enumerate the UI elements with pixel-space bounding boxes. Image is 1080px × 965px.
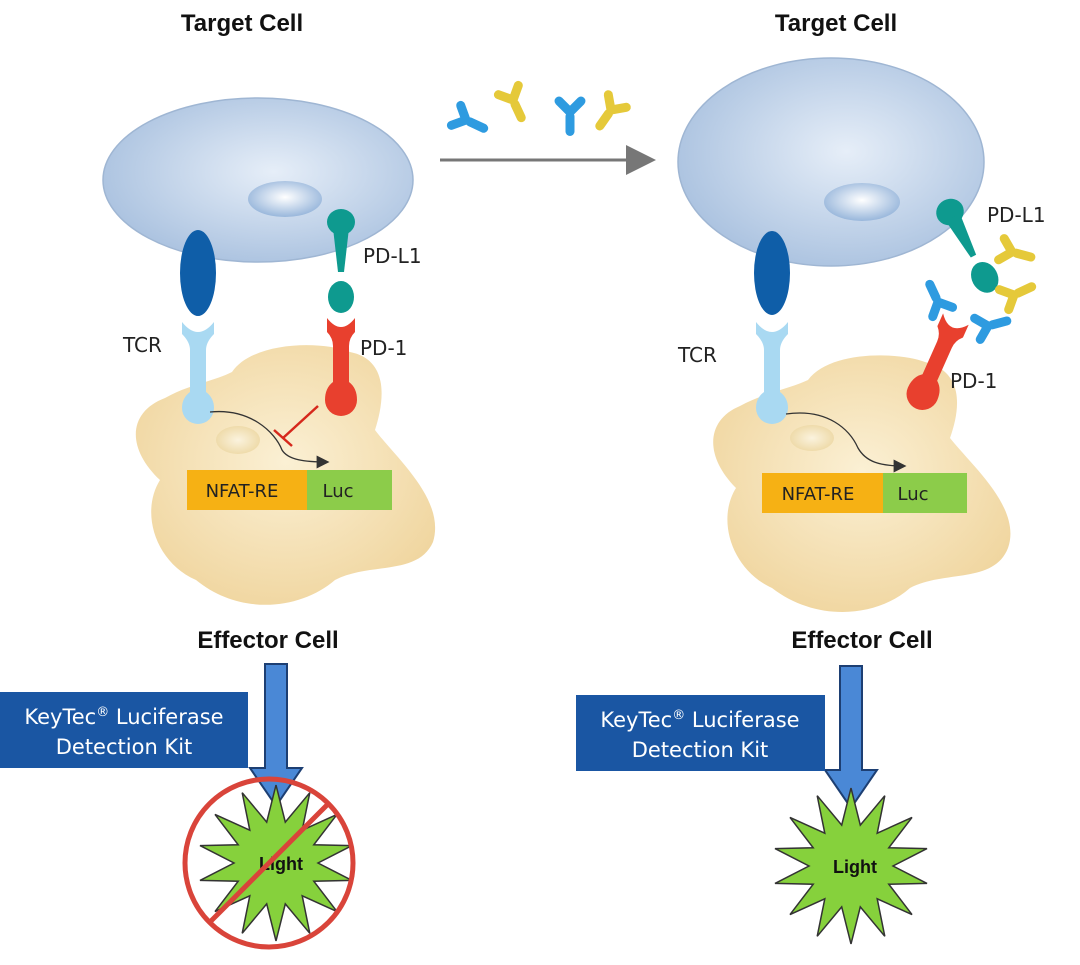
right-kit-line1: KeyTec® Luciferase: [600, 708, 799, 732]
right-effector-nucleus: [790, 425, 834, 451]
right-pd1-label: PD-1: [950, 369, 997, 393]
right-tcr-label: TCR: [677, 343, 717, 367]
right-signal-arrow: [785, 412, 907, 473]
left-tcr-label: TCR: [122, 333, 162, 357]
right-pdl1-label: PD-L1: [987, 203, 1046, 227]
left-no-sign: [182, 776, 356, 950]
left-panel: Target Cell TCR PD-L1 PD-1: [0, 10, 436, 950]
right-target-cell-label: Target Cell: [775, 10, 897, 37]
right-pd1-protein: [906, 313, 969, 410]
left-nfat-re-box: [187, 470, 307, 510]
left-target-cell: [102, 97, 414, 263]
left-luc-box: [307, 470, 392, 510]
left-pdl1-protein: [327, 209, 355, 313]
antibody-yellow-2: [583, 85, 636, 140]
right-tcr-receptor: [754, 231, 790, 315]
antibody-blue-1: [442, 96, 496, 146]
antibody-addition: [440, 76, 656, 175]
left-kit-line2: Detection Kit: [56, 735, 193, 759]
left-effector-cell-label: Effector Cell: [197, 627, 338, 654]
left-effector-nucleus: [216, 426, 260, 454]
right-kit-box: [576, 695, 825, 771]
right-target-cell: [677, 57, 985, 267]
right-luc-box: [883, 473, 967, 513]
left-luc-label: Luc: [322, 481, 353, 502]
right-luc-label: Luc: [897, 484, 928, 505]
left-kit-box: [0, 692, 248, 768]
left-pd1-label: PD-1: [360, 336, 407, 360]
right-down-arrow: [823, 665, 879, 810]
left-down-arrow: [248, 663, 304, 808]
left-target-cell-label: Target Cell: [181, 10, 303, 37]
left-light-starburst: [199, 784, 353, 942]
right-nfat-re-label: NFAT-RE: [782, 484, 855, 505]
right-target-nucleus: [824, 183, 900, 221]
antibody-yellow-1: [489, 76, 539, 130]
right-tcr-stalk: [756, 322, 788, 424]
right-effector-cell-label: Effector Cell: [791, 627, 932, 654]
left-pdl1-label: PD-L1: [363, 244, 422, 268]
left-tcr-receptor: [180, 230, 216, 316]
right-panel: Target Cell TCR PD-L1 PD-1: [576, 10, 1046, 945]
left-nfat-re-label: NFAT-RE: [206, 481, 279, 502]
antibody-blue-2: [552, 94, 588, 136]
right-pdl1-protein: [936, 198, 999, 293]
right-antibody-yellow-2: [990, 269, 1044, 319]
left-tcr-stalk: [182, 322, 214, 424]
left-pd1-protein: [325, 318, 357, 416]
left-inhibition-mark: [273, 405, 319, 447]
left-signal-arrow: [209, 410, 330, 469]
left-kit-line1: KeyTec® Luciferase: [24, 705, 223, 729]
left-target-nucleus: [248, 181, 322, 217]
right-kit-line2: Detection Kit: [632, 738, 769, 762]
right-light-label: Light: [833, 857, 877, 877]
right-nfat-re-box: [762, 473, 883, 513]
right-antibody-yellow-1: [990, 230, 1040, 275]
right-antibody-blue-1: [912, 272, 962, 326]
right-light-starburst: [774, 787, 928, 945]
